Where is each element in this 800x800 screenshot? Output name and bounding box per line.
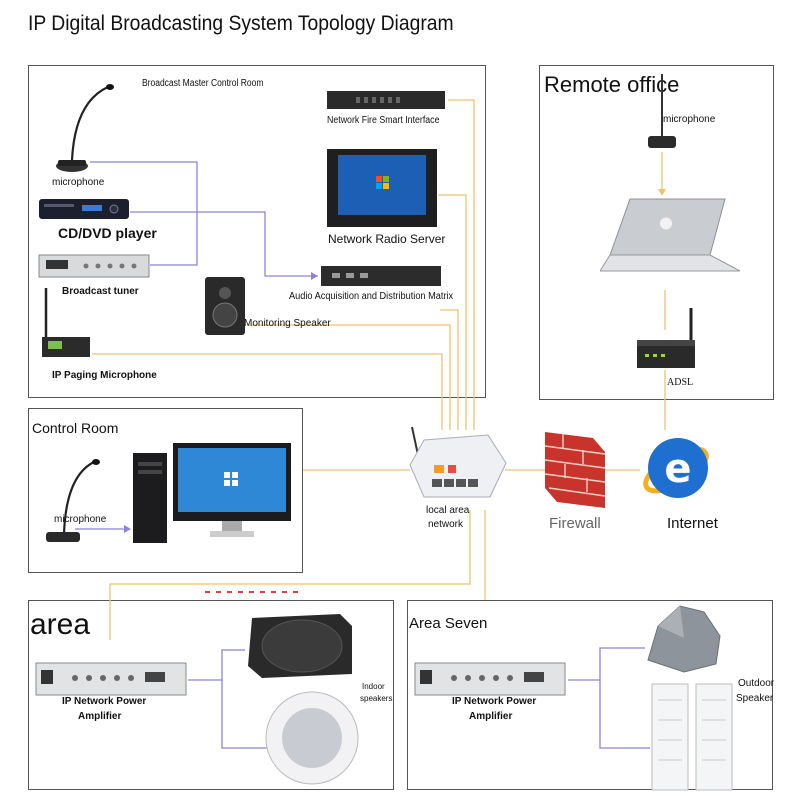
wire-radio-server xyxy=(438,194,467,430)
wire-amp2-column xyxy=(599,680,650,749)
wire-monitor-speaker xyxy=(248,324,451,430)
monitoring-speaker-label: Monitoring Speaker xyxy=(244,318,331,329)
indoor-speakers-label-line2: speakers xyxy=(360,694,393,703)
wire-microphone xyxy=(90,161,198,266)
fire-interface-label: Network Fire Smart Interface xyxy=(327,115,440,126)
broadcast-tuner-label: Broadcast tuner xyxy=(62,286,139,297)
wire-area xyxy=(109,510,471,640)
amplifier-1-label-line1: IP Network Power xyxy=(62,696,147,707)
firewall-icon xyxy=(544,432,606,508)
lan-switch-icon xyxy=(409,426,507,498)
amplifier-1-icon xyxy=(35,662,187,696)
amplifier-2-icon xyxy=(414,662,566,696)
monitoring-speaker-icon xyxy=(205,277,245,335)
firewall-label: Firewall xyxy=(549,515,601,532)
fire-interface-icon xyxy=(327,91,445,109)
area-seven-label: Area Seven xyxy=(409,615,488,632)
control-room-label: Control Room xyxy=(32,420,119,436)
amplifier-1-label-line2: Amplifier xyxy=(78,711,122,722)
column-speakers-icon xyxy=(651,683,733,791)
rock-speaker-icon xyxy=(647,605,721,673)
wall-speaker-icon xyxy=(248,614,352,678)
pc-monitor-icon xyxy=(173,443,291,537)
remote-microphone-label: microphone xyxy=(663,114,716,125)
radio-server-label: Network Radio Server xyxy=(328,232,446,246)
outdoor-speaker-label-line1: Outdoor xyxy=(738,678,775,689)
internet-label: Internet xyxy=(667,515,718,532)
wire-cd-player xyxy=(130,211,318,277)
radio-server-icon xyxy=(327,149,437,227)
broadcast-tuner-icon xyxy=(38,254,150,278)
svg-text:e: e xyxy=(664,446,691,492)
amplifier-2-label-line2: Amplifier xyxy=(469,711,513,722)
ceiling-speaker-icon xyxy=(265,691,359,785)
lan-label-line2: network xyxy=(428,519,464,530)
wire-fire-interface xyxy=(448,99,475,430)
amplifier-2-label-line1: IP Network Power xyxy=(452,696,537,707)
cd-player-label: CD/DVD player xyxy=(58,225,157,241)
control-microphone-icon xyxy=(46,459,100,542)
wire-paging-mic xyxy=(92,353,443,430)
microphone-icon xyxy=(56,84,114,172)
remote-microphone-icon xyxy=(648,74,676,148)
internet-icon: e xyxy=(643,438,709,498)
pc-tower-icon xyxy=(133,453,167,543)
wire-amp2-speakers xyxy=(568,647,645,681)
adsl-label: ADSL xyxy=(667,377,694,388)
microphone-label: microphone xyxy=(52,177,105,188)
control-microphone-label: microphone xyxy=(54,514,107,525)
diagram-title: IP Digital Broadcasting System Topology … xyxy=(28,12,454,35)
adsl-router-icon xyxy=(637,308,695,368)
master-control-room-box xyxy=(28,65,486,398)
wire-audio-matrix xyxy=(440,309,459,430)
ip-paging-microphone-icon xyxy=(42,288,90,357)
wire-amp1-ceiling xyxy=(221,680,268,749)
lan-label-line1: local area xyxy=(426,505,470,516)
ip-paging-microphone-label: IP Paging Microphone xyxy=(52,370,157,381)
master-control-room-label: Broadcast Master Control Room xyxy=(142,78,264,89)
audio-matrix-label: Audio Acquisition and Distribution Matri… xyxy=(289,291,454,302)
audio-matrix-icon xyxy=(321,266,441,286)
indoor-speakers-label-line1: Indoor xyxy=(362,682,385,691)
outdoor-speaker-label-line2: Speaker xyxy=(736,693,774,704)
remote-office-label: Remote office xyxy=(544,72,680,97)
cd-player-icon xyxy=(39,199,129,219)
wire-amp1-speakers xyxy=(188,649,245,681)
area-label: area xyxy=(30,608,91,641)
laptop-icon xyxy=(600,198,741,272)
